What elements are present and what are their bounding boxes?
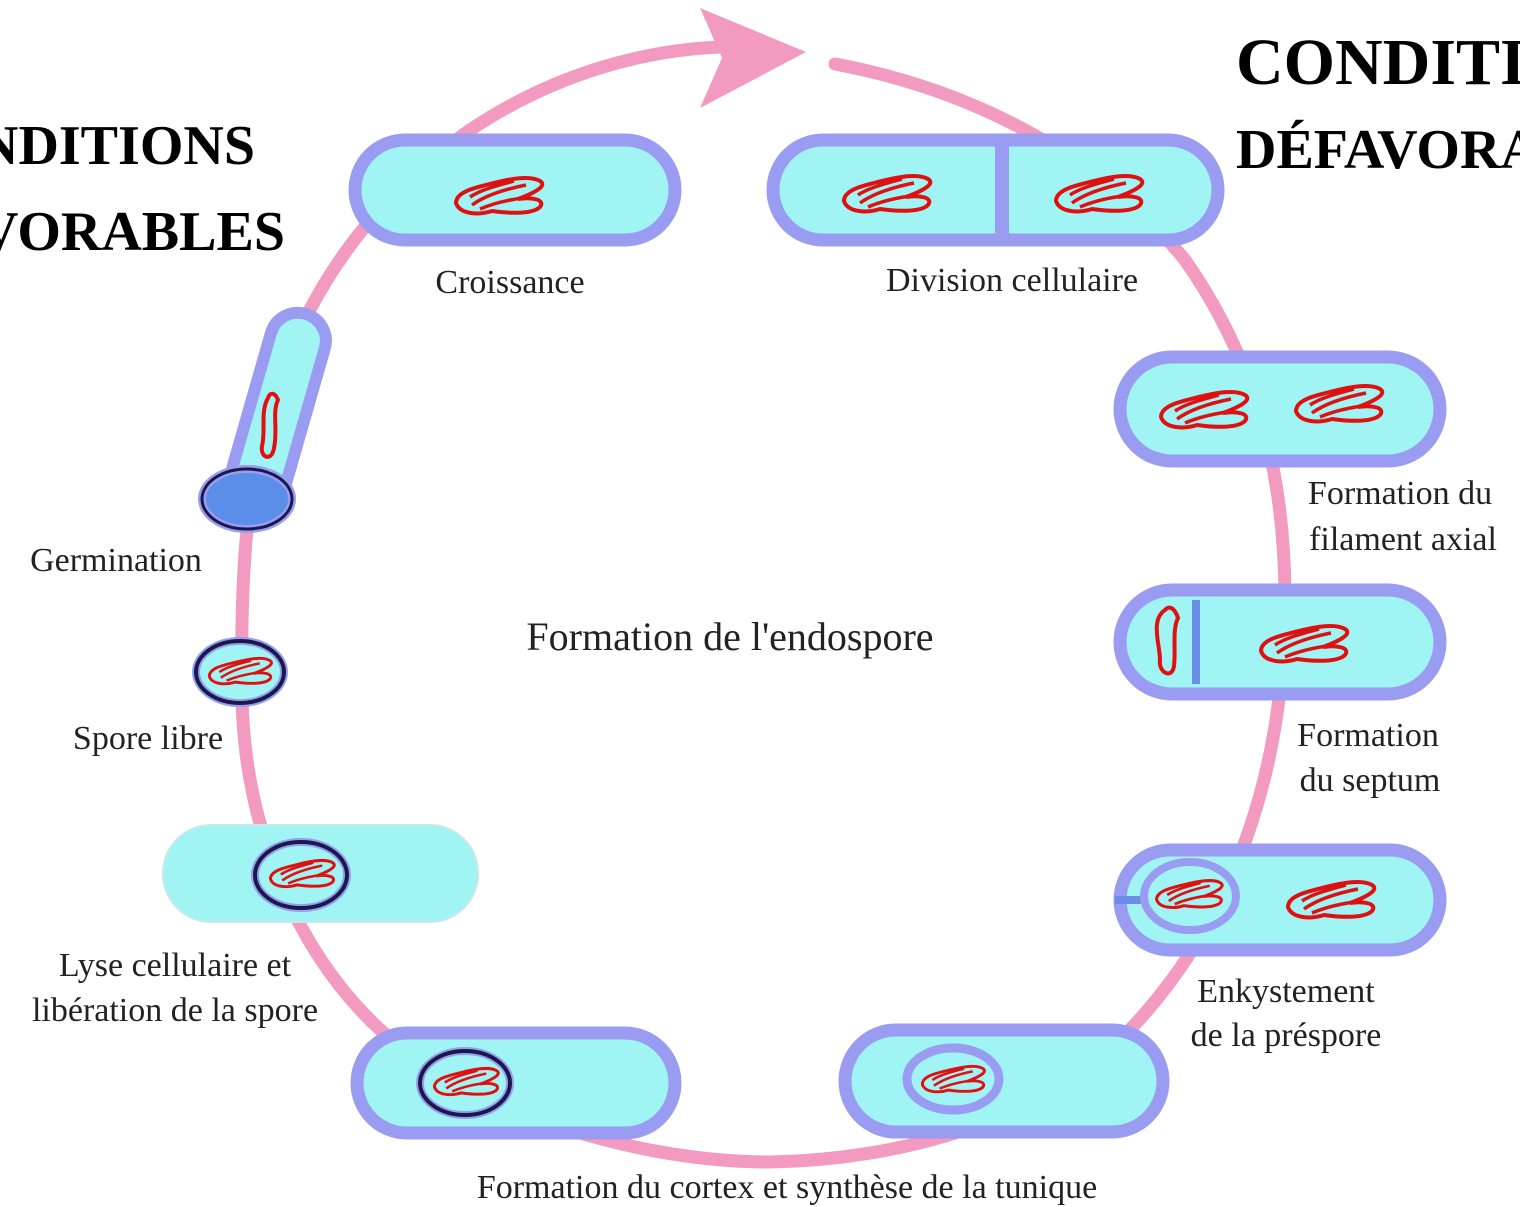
heading-right-line1: CONDITIO bbox=[1236, 26, 1520, 99]
cell-cortex-left bbox=[350, 1026, 682, 1140]
cell-filament-axial bbox=[1113, 350, 1447, 468]
label-spore-libre: Spore libre bbox=[73, 720, 223, 757]
label-septum-2: du septum bbox=[1300, 762, 1441, 799]
cell-lyse bbox=[162, 824, 479, 923]
cell-germination bbox=[198, 306, 332, 533]
center-label: Formation de l'endospore bbox=[526, 614, 933, 659]
label-germination: Germination bbox=[30, 542, 202, 579]
heading-left-line1: NDITIONS bbox=[0, 115, 255, 177]
heading-left-line2: VORABLES bbox=[0, 201, 285, 263]
spore-libre bbox=[192, 637, 288, 707]
cell-croissance bbox=[348, 133, 682, 247]
heading-favorable-conditions: NDITIONS VORABLES bbox=[0, 118, 285, 260]
label-lyse-2: libération de la spore bbox=[32, 992, 318, 1029]
label-filament-2: filament axial bbox=[1309, 521, 1497, 558]
label-enkystement-2: de la préspore bbox=[1191, 1017, 1382, 1054]
label-cortex: Formation du cortex et synthèse de la tu… bbox=[477, 1169, 1097, 1206]
label-lyse-1: Lyse cellulaire et bbox=[59, 947, 292, 984]
cell-enkystement bbox=[1113, 843, 1447, 957]
label-filament-1: Formation du bbox=[1308, 475, 1492, 512]
heading-right-line2: DÉFAVORA bbox=[1236, 119, 1520, 181]
cycle-arrowhead bbox=[700, 8, 806, 108]
cell-division bbox=[766, 133, 1225, 247]
label-division: Division cellulaire bbox=[886, 262, 1138, 299]
label-enkystement-1: Enkystement bbox=[1197, 973, 1375, 1010]
label-croissance: Croissance bbox=[435, 264, 584, 301]
cell-septum bbox=[1113, 583, 1447, 701]
heading-unfavorable-conditions: CONDITIO DÉFAVORA bbox=[1236, 26, 1520, 181]
cell-cortex-right bbox=[838, 1023, 1170, 1139]
label-septum-1: Formation bbox=[1297, 717, 1439, 754]
